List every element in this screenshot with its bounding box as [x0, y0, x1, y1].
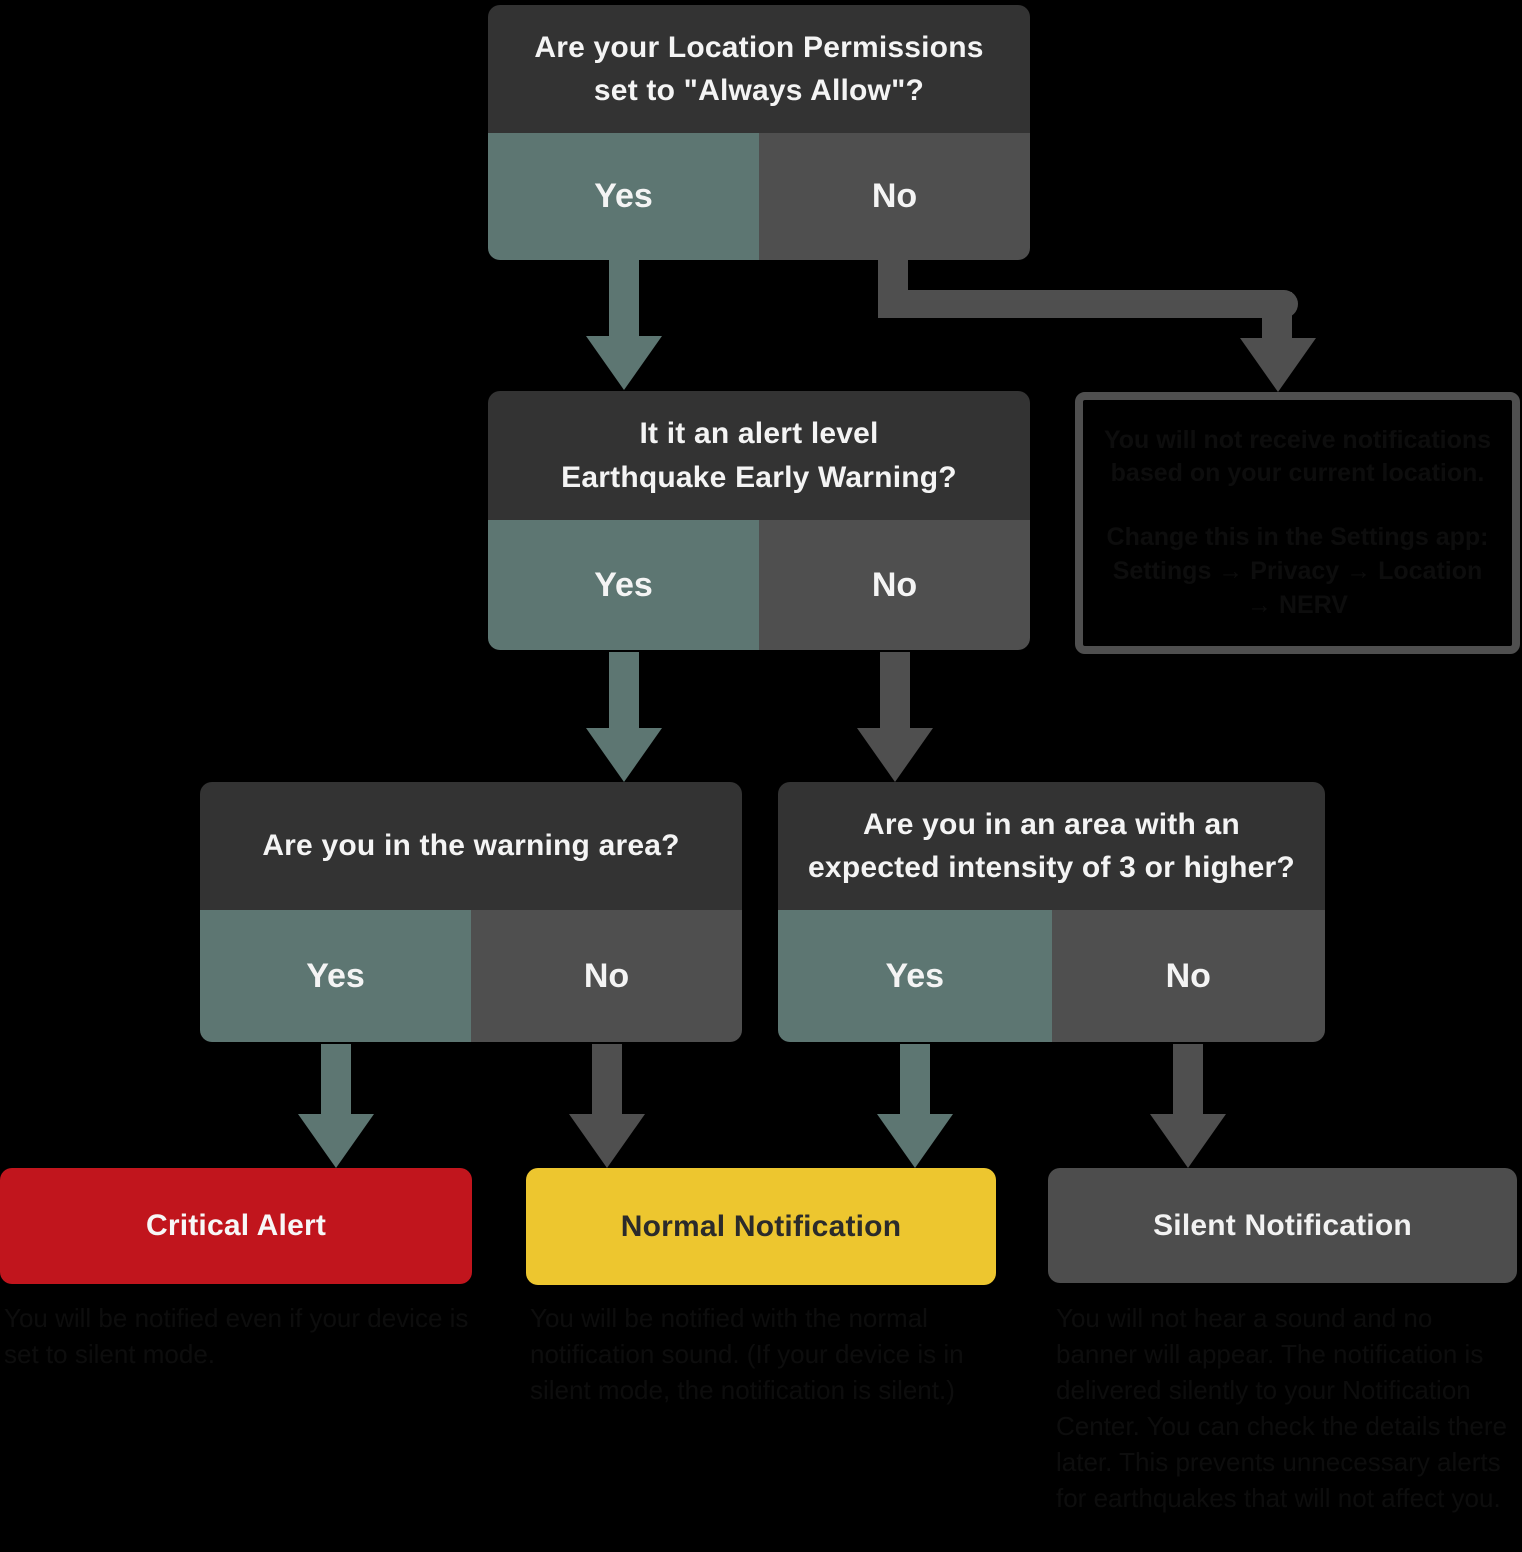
- info-box-location-permission-note: You will not receive notifications based…: [1075, 392, 1520, 654]
- arrow-down-icon: [1150, 1114, 1226, 1168]
- question-box-expected-intensity: Are you in an area with an expected inte…: [778, 782, 1325, 1042]
- outcome-critical-alert: Critical Alert: [0, 1168, 472, 1284]
- connector-arrow-q1-yes-icon: [586, 260, 662, 390]
- connector-stub: [900, 1044, 930, 1114]
- no-cell-q2: No: [759, 520, 1030, 650]
- question-text-warning-area: Are you in the warning area?: [200, 782, 742, 910]
- arrow-down-icon: [877, 1114, 953, 1168]
- no-cell-q4: No: [1051, 910, 1325, 1042]
- question-box-warning-area: Are you in the warning area? Yes No: [200, 782, 742, 1042]
- yes-cell-q2: Yes: [488, 520, 759, 650]
- outcome-normal-notification: Normal Notification: [526, 1168, 996, 1285]
- connector-stub: [609, 260, 639, 336]
- connector-stub: [321, 1044, 351, 1114]
- arrow-down-icon: [586, 336, 662, 390]
- connector-stub: [592, 1044, 622, 1114]
- description-critical-alert: You will be notified even if your device…: [4, 1303, 469, 1369]
- connector-vertical: [1262, 292, 1292, 340]
- yes-cell-q4: Yes: [778, 910, 1052, 1042]
- info-box-paragraph-2: Change this in the Settings app: Setting…: [1106, 523, 1489, 619]
- description-normal-notification: You will be notified with the normal not…: [530, 1303, 964, 1405]
- no-cell-q3: No: [471, 910, 742, 1042]
- question-box-alert-level: It it an alert level Earthquake Early Wa…: [488, 391, 1030, 650]
- info-box-paragraph-1: You will not receive notifications based…: [1103, 425, 1492, 488]
- connector-stub: [1173, 1044, 1203, 1114]
- arrow-down-icon: [569, 1114, 645, 1168]
- question-text-alert-level: It it an alert level Earthquake Early Wa…: [488, 391, 1030, 520]
- outcome-normal-notification-label: Normal Notification: [620, 1209, 902, 1243]
- yes-cell-q3: Yes: [200, 910, 471, 1042]
- outcome-silent-notification: Silent Notification: [1048, 1168, 1517, 1283]
- question-text-expected-intensity: Are you in an area with an expected inte…: [778, 782, 1325, 910]
- arrow-down-icon: [298, 1114, 374, 1168]
- connector-arrow-q4-yes-icon: [877, 1044, 953, 1168]
- connector-arrow-to-info-box-icon: [1240, 338, 1316, 392]
- outcome-critical-alert-label: Critical Alert: [145, 1209, 327, 1242]
- question-box-location-permissions: Are your Location Permissions set to "Al…: [488, 5, 1030, 260]
- arrow-down-icon: [586, 728, 662, 782]
- connector-arrow-q3-yes-icon: [298, 1044, 374, 1168]
- answer-row: Yes No: [488, 133, 1030, 260]
- outcome-silent-notification-label: Silent Notification: [1153, 1208, 1412, 1242]
- no-cell-q1: No: [759, 133, 1030, 260]
- yes-cell-q1: Yes: [488, 133, 759, 260]
- question-text-location-permissions: Are your Location Permissions set to "Al…: [488, 5, 1030, 133]
- connector-horizontal: [878, 290, 1298, 318]
- description-silent-notification: You will not hear a sound and no banner …: [1056, 1303, 1507, 1513]
- connector-arrow-q4-no-icon: [1150, 1044, 1226, 1168]
- connector-arrow-q3-no-icon: [569, 1044, 645, 1168]
- connector-arrow-q2-no-icon: [857, 652, 933, 782]
- connector-stub: [880, 652, 910, 728]
- arrow-down-icon: [1240, 338, 1316, 392]
- connector-stub: [609, 652, 639, 728]
- answer-row: Yes No: [200, 910, 742, 1042]
- answer-row: Yes No: [488, 520, 1030, 650]
- answer-row: Yes No: [778, 910, 1325, 1042]
- arrow-down-icon: [857, 728, 933, 782]
- connector-arrow-q2-yes-icon: [586, 652, 662, 782]
